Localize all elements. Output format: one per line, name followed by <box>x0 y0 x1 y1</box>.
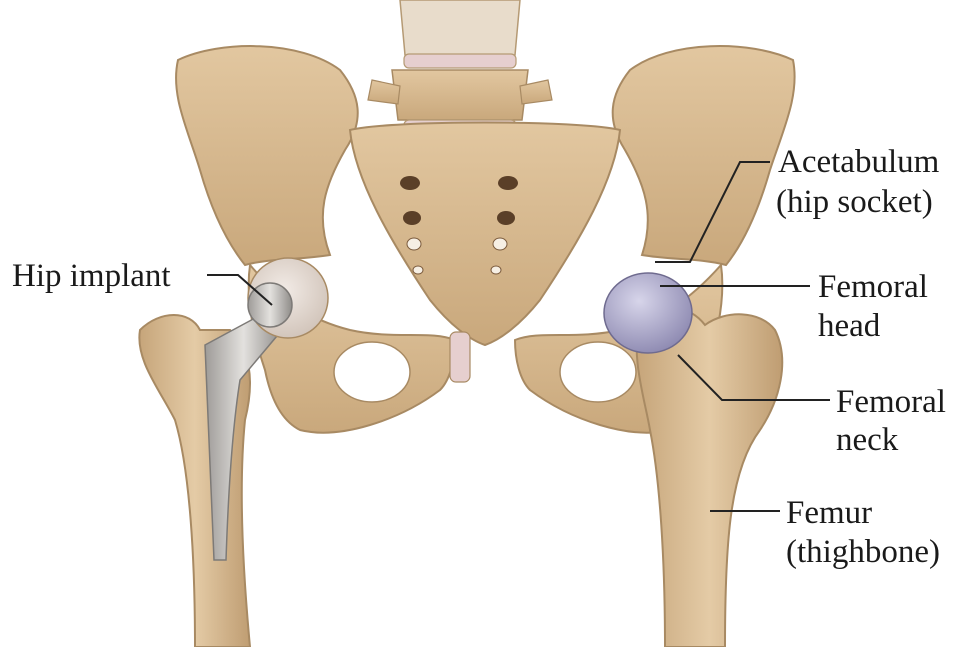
sacrum <box>350 123 620 346</box>
right-femur <box>637 307 783 647</box>
femur-label-line2: (thighbone) <box>786 534 940 570</box>
right-ilium <box>613 46 795 265</box>
lumbar-spine <box>368 0 552 134</box>
acetabulum-label-line1: Acetabulum <box>778 144 940 180</box>
hip-implant-label: Hip implant <box>12 258 171 294</box>
lumbar-vertebra <box>392 70 528 120</box>
pubic-symphysis <box>450 332 470 382</box>
femoral-head-label-line2: head <box>818 308 881 344</box>
femoral-head-label-line1: Femoral <box>818 269 928 305</box>
right-obturator-foramen <box>560 342 636 402</box>
femoral-neck-label-line2: neck <box>836 422 899 458</box>
acetabulum-label-line2: (hip socket) <box>776 184 933 220</box>
intervertebral-disc-upper <box>404 54 516 68</box>
left-obturator-foramen <box>334 342 410 402</box>
femoral-neck-label-line1: Femoral <box>836 384 946 420</box>
femur-label-line1: Femur <box>786 495 872 531</box>
left-ilium <box>176 46 358 265</box>
